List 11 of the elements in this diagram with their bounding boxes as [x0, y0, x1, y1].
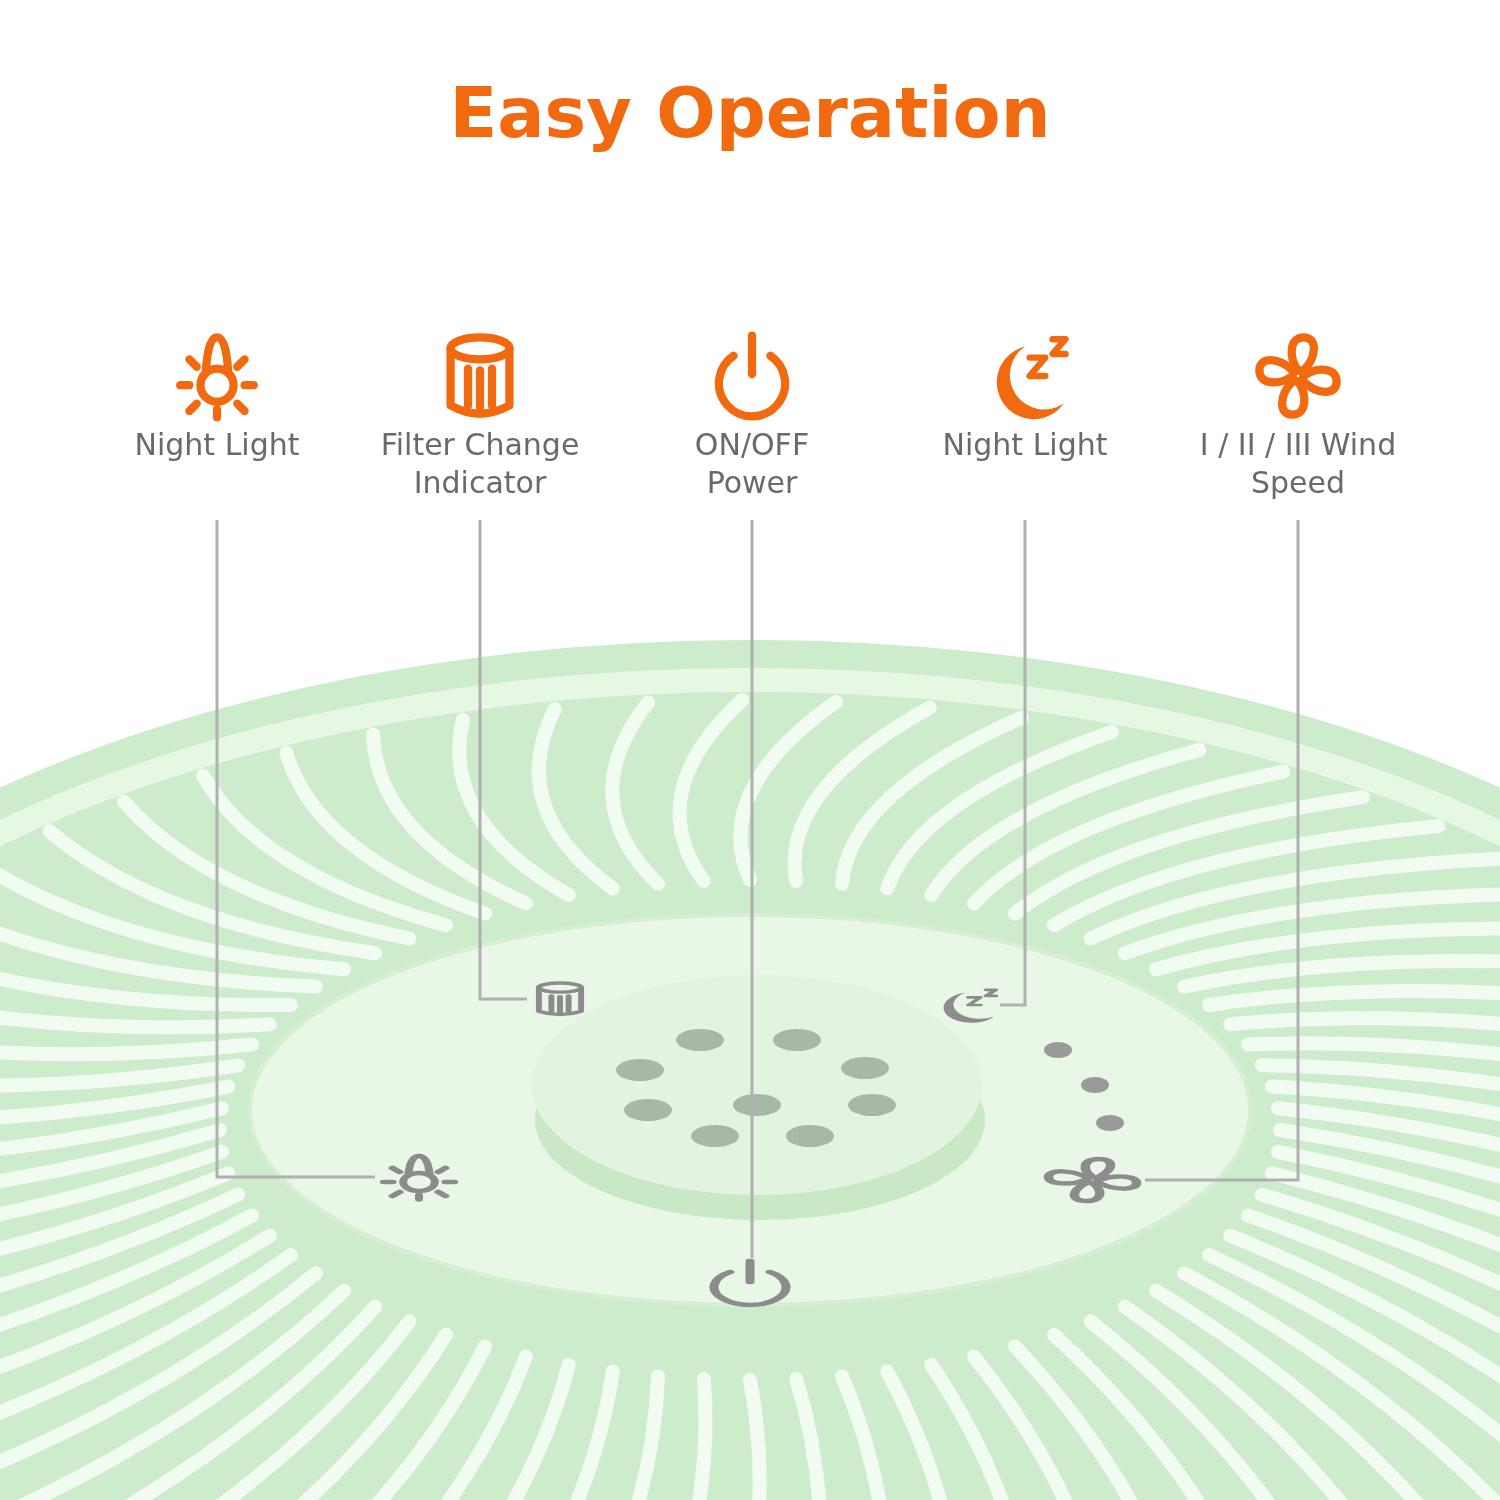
feature-label: Night Light — [942, 426, 1108, 464]
leader-line — [1000, 520, 1027, 1007]
feature-label: Night Light — [134, 426, 300, 464]
feature-label: I / II / III Wind Speed — [1198, 426, 1398, 502]
leader-line — [750, 520, 754, 1258]
leader-line — [478, 520, 527, 1001]
title: Easy Operation — [448, 72, 1052, 154]
leader-line — [215, 520, 375, 1179]
feature-label: Filter Change Indicator — [379, 426, 581, 502]
leader-line — [1145, 520, 1300, 1182]
feature-label: ON/OFF Power — [693, 426, 811, 502]
